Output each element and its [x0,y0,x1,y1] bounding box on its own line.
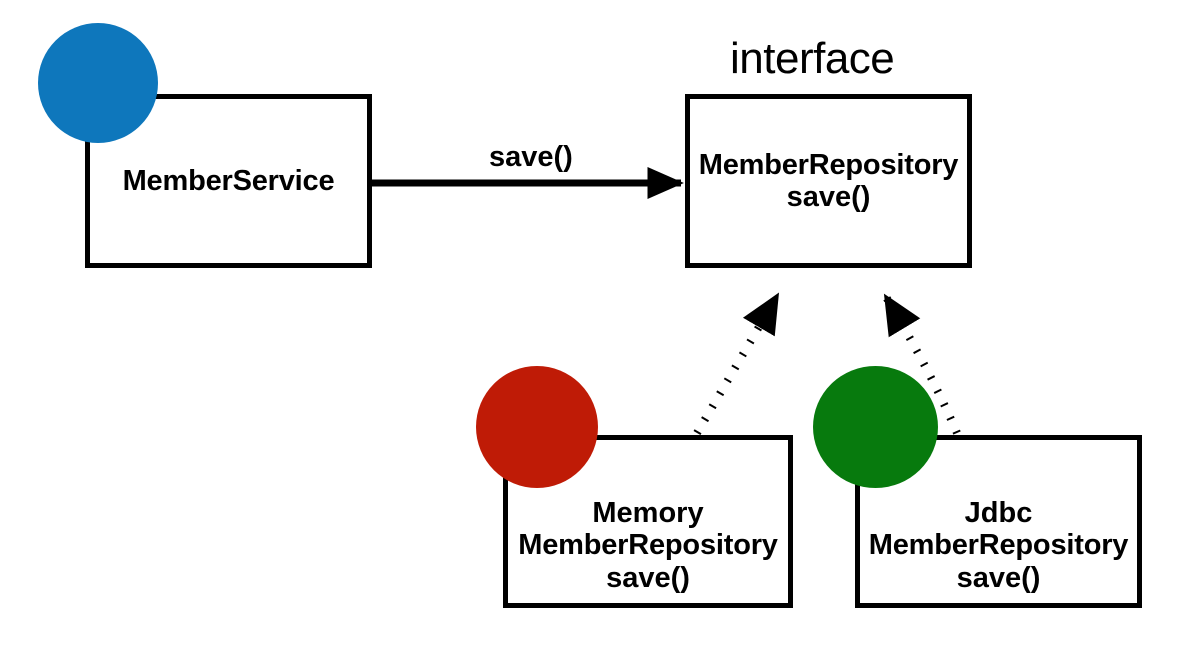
edge-memory-implements-repository [693,292,781,436]
red-circle-marker [476,366,598,488]
node-jdbc-member-repository[interactable]: Jdbc MemberRepository save() [855,435,1142,608]
interface-stereotype-label: interface [730,34,895,83]
node-jdbc-member-repository-method: save() [956,561,1041,594]
green-circle-marker [813,366,938,488]
node-jdbc-member-repository-prefix: Jdbc [964,496,1033,529]
node-member-repository[interactable]: MemberRepository save() [685,94,972,268]
node-member-service[interactable]: MemberService [85,94,372,268]
node-member-service-text: MemberService [90,165,367,197]
node-jdbc-member-repository-name: MemberRepository [868,529,1129,562]
edge-label-save: save() [489,141,573,173]
node-member-repository-method: save() [786,181,871,213]
blue-circle-marker [38,23,158,143]
node-memory-member-repository-text: Memory MemberRepository save() [508,497,788,594]
node-member-repository-text: MemberRepository save() [690,149,967,214]
node-memory-member-repository-method: save() [606,561,690,594]
node-member-service-name: MemberService [122,164,335,197]
node-member-repository-name: MemberRepository [698,148,959,181]
node-jdbc-member-repository-text: Jdbc MemberRepository save() [860,497,1137,594]
node-memory-member-repository-name: MemberRepository [518,529,778,562]
node-memory-member-repository-prefix: Memory [592,496,704,529]
